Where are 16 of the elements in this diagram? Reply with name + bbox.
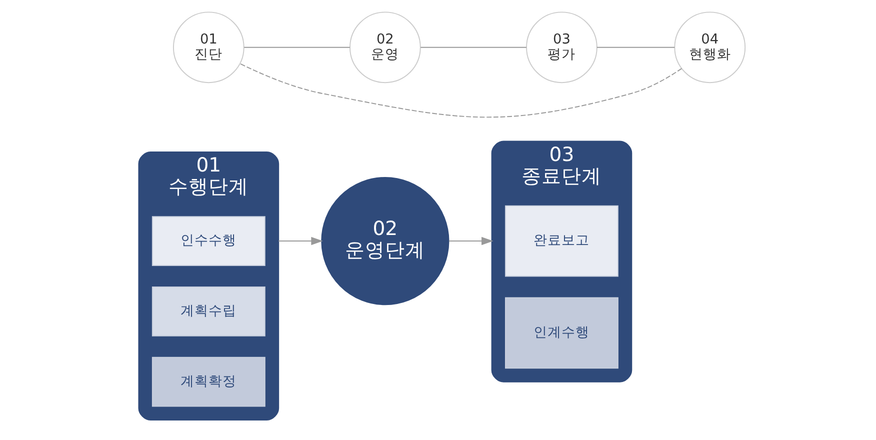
arrow [278, 236, 323, 246]
connector [420, 46, 527, 48]
node-circle: 04 현행화 [674, 12, 746, 84]
node-circle: 03 평가 [526, 12, 598, 84]
node-circle: 02 운영 [350, 12, 421, 84]
node-box: 계획수립 [152, 286, 266, 336]
node-box: 계획확정 [152, 356, 266, 407]
node-box: 인계수행 [505, 297, 618, 369]
node-circle: 02 운영단계 [321, 176, 450, 306]
connector [596, 46, 676, 48]
node-box: 인수수행 [152, 216, 266, 266]
node-box: 완료보고 [505, 205, 618, 277]
arrow [448, 236, 494, 246]
connector [240, 63, 682, 118]
node-circle: 01 진단 [172, 12, 244, 84]
connector [244, 46, 350, 48]
